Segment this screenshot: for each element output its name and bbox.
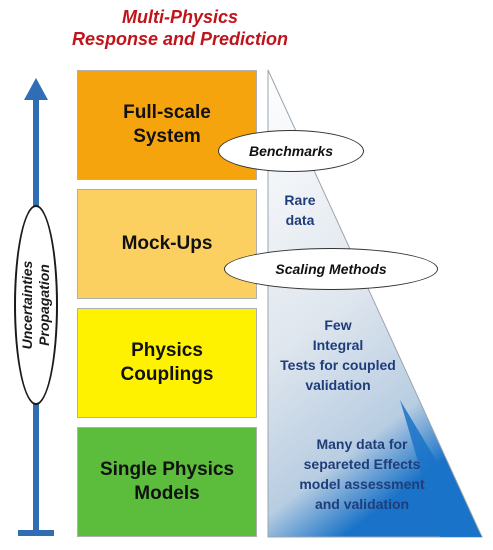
- level-single-physics-models: Single Physics Models: [77, 427, 257, 537]
- note-rare-data: Rare data: [284, 192, 316, 228]
- note-few-integral-tests: Few Integral Tests for coupled validatio…: [280, 317, 396, 393]
- title-line-1: Multi-Physics: [121, 7, 239, 27]
- level-label: Mock-Ups: [121, 233, 213, 254]
- triangle-accent: [400, 400, 482, 537]
- uncertainty-ellipse: [14, 205, 58, 405]
- level-mock-ups: Mock-Ups: [77, 189, 257, 299]
- level-full-scale-system: Full-scale System: [77, 70, 257, 180]
- triangle-shape: [267, 69, 483, 538]
- benchmarks-callout: Benchmarks: [218, 130, 364, 172]
- level-label: Physics Couplings: [120, 340, 214, 385]
- uncertainty-arrow-head: [24, 78, 48, 100]
- scaling-methods-callout: Scaling Methods: [224, 248, 438, 290]
- note-many-data: Many data for separeted Effects model as…: [299, 436, 425, 512]
- uncertainty-arrow-base: [18, 530, 54, 536]
- diagram-title: Multi-Physics Response and Prediction: [40, 6, 320, 50]
- uncertainties-propagation-label: Uncertainties Propagation: [19, 260, 52, 350]
- level-physics-couplings: Physics Couplings: [77, 308, 257, 418]
- benchmarks-label: Benchmarks: [248, 143, 334, 159]
- title-line-2: Response and Prediction: [71, 29, 289, 49]
- scaling-methods-label: Scaling Methods: [275, 261, 387, 277]
- level-label: Full-scale System: [123, 102, 211, 147]
- level-label: Single Physics Models: [99, 459, 235, 504]
